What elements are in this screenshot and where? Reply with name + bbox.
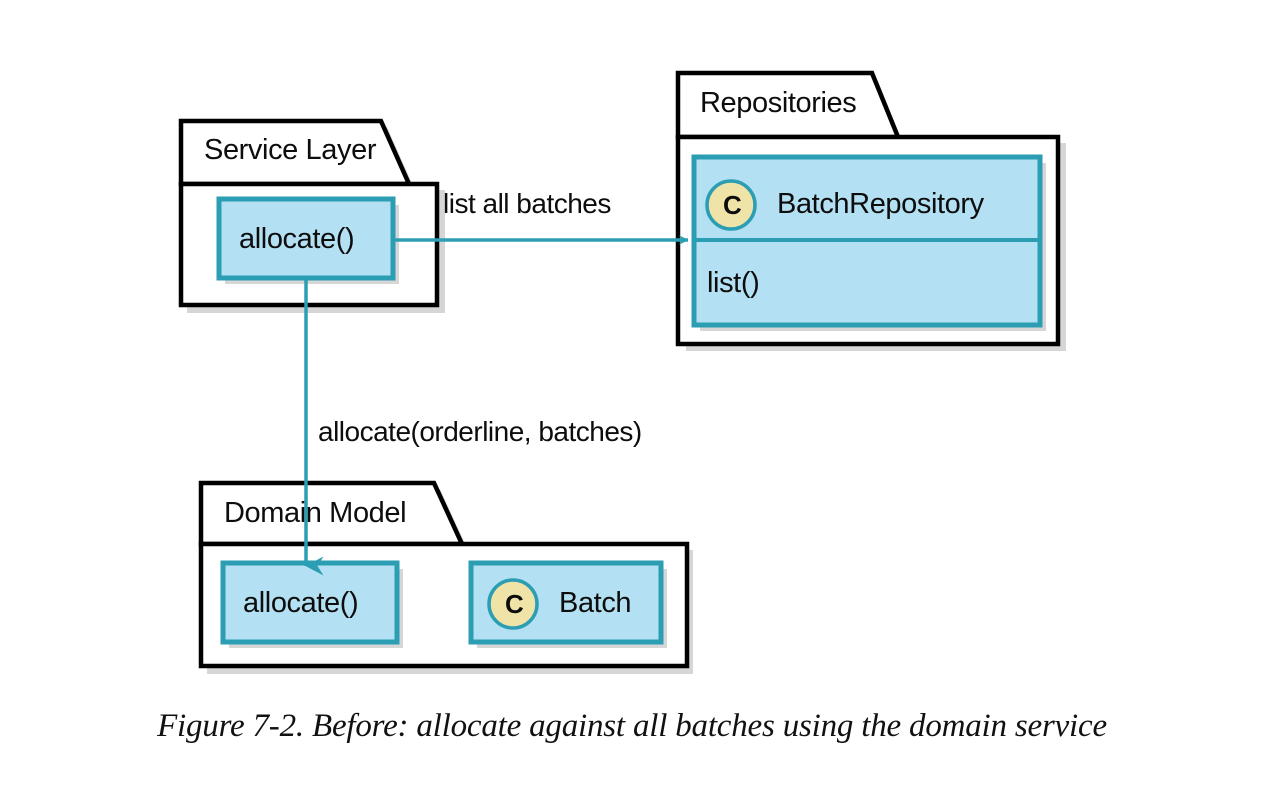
edge-label-list-all-batches: list all batches — [443, 188, 611, 219]
package-title-service-layer: Service Layer — [204, 134, 377, 166]
package-repositories[interactable] — [675, 70, 1061, 347]
class-icon-batch-repository — [705, 179, 757, 231]
class-icon-batch — [487, 578, 539, 630]
figure-caption: Figure 7-2. Before: allocate against all… — [157, 708, 1107, 744]
box-batch-class[interactable] — [468, 560, 664, 645]
uml-diagram-canvas — [178, 70, 1066, 674]
package-service-layer[interactable] — [178, 118, 440, 308]
package-title-domain-model: Domain Model — [224, 497, 407, 529]
class-icon-letter-batch: C — [505, 589, 524, 619]
box-label-service-allocate: allocate() — [239, 223, 355, 255]
box-label-domain-allocate: allocate() — [243, 587, 359, 619]
box-label-batch-repository-list: list() — [707, 267, 760, 299]
package-domain-model[interactable] — [198, 480, 690, 669]
class-icon-letter-batch-repository: C — [723, 190, 742, 220]
package-title-repositories: Repositories — [700, 87, 857, 119]
box-label-batch-repository: BatchRepository — [777, 188, 984, 220]
edge-label-allocate-call: allocate(orderline, batches) — [318, 416, 642, 447]
box-label-batch-class: Batch — [559, 587, 632, 619]
box-domain-allocate[interactable] — [220, 560, 400, 645]
